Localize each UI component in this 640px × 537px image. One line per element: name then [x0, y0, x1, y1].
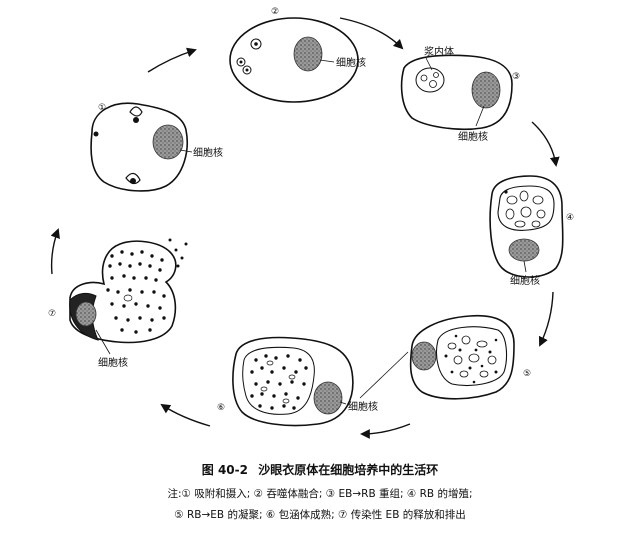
figure-note-line-2: ⑤ RB→EB 的凝聚; ⑥ 包涵体成熟; ⑦ 传染性 EB 的释放和排出	[174, 509, 466, 521]
stage-6-nucleus-label: 细胞核	[348, 400, 378, 413]
stage-4-number: ④	[566, 213, 574, 223]
stage-5-cell	[409, 314, 515, 400]
stage-4-cell	[489, 175, 564, 278]
arrow-2-to-3	[339, 17, 404, 50]
figure-caption: 图 40-2 沙眼衣原体在细胞培养中的生活环	[0, 461, 640, 478]
stage-6-nucleus	[313, 381, 343, 415]
stage-3-number: ③	[512, 72, 520, 82]
stage-2-nucleus	[293, 36, 323, 72]
stage-2-cell	[229, 17, 359, 103]
stage-3-cell	[400, 54, 513, 131]
stage-7-cell	[69, 238, 188, 344]
stage-7-number: ⑦	[48, 309, 56, 319]
stage-3-inclusion-label: 浆内体	[424, 45, 454, 58]
stage-1-cell	[90, 102, 188, 192]
stage-6-number: ⑥	[217, 403, 225, 413]
stage-2-nucleus-label: 细胞核	[336, 56, 366, 69]
stage-1-nucleus-label: 细胞核	[193, 146, 223, 159]
stage-6-cell	[232, 336, 354, 427]
figure-title: 沙眼衣原体在细胞培养中的生活环	[258, 463, 439, 477]
stage-2-number: ②	[271, 7, 279, 17]
stage-3-nucleus-label: 细胞核	[458, 130, 488, 143]
stage-7-nucleus-label: 细胞核	[98, 356, 128, 369]
cycle-arrows	[50, 17, 560, 439]
stage-5-number: ⑤	[523, 369, 531, 379]
arrow-7-to-1	[50, 228, 60, 275]
arrow-1-to-2	[147, 47, 197, 73]
stage-4-nucleus	[508, 238, 540, 262]
stage-5-nucleus	[411, 341, 437, 371]
arrow-5-to-6	[360, 423, 411, 439]
stage-7-nucleus	[75, 301, 97, 327]
arrow-3-to-4	[531, 121, 560, 167]
arrow-6-to-7	[160, 403, 211, 427]
stage-1-nucleus	[152, 124, 184, 160]
figure-note-line-1: 注:① 吸附和摄入; ② 吞噬体融合; ③ EB→RB 重组; ④ RB 的增殖…	[167, 488, 473, 500]
stage-3-nucleus	[471, 71, 501, 109]
arrow-4-to-5	[538, 291, 554, 347]
stage-4-nucleus-label: 细胞核	[510, 274, 540, 287]
stage-1-number: ①	[98, 103, 106, 113]
figure-label: 图 40-2	[201, 463, 248, 477]
